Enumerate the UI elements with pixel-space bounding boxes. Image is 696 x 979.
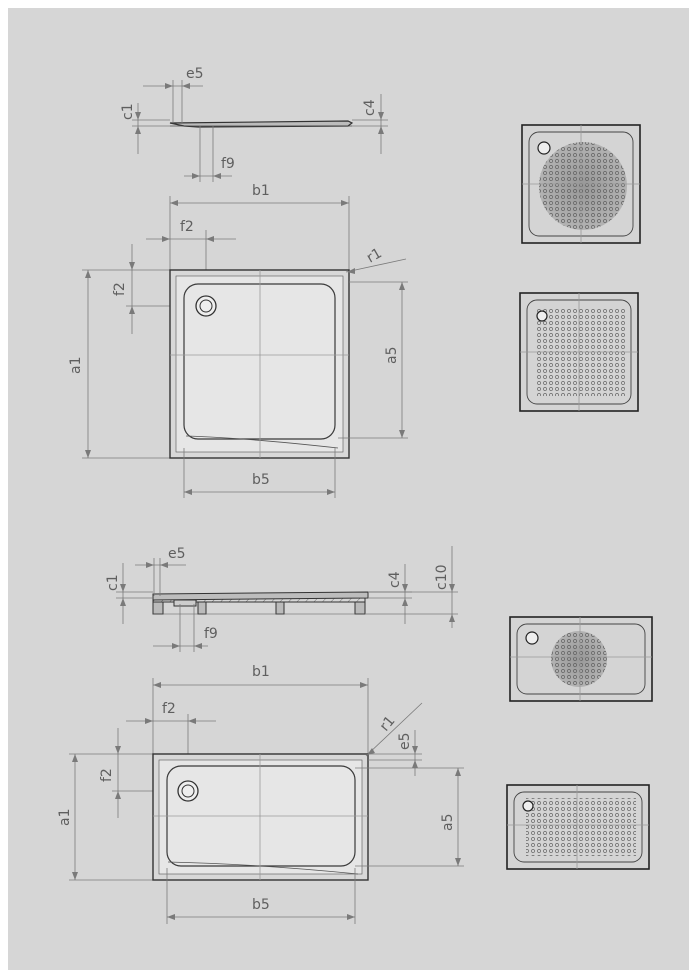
label-b5-top: b5 [252,472,270,488]
label-r1-bottom: r1 [377,713,399,735]
label-f2-v-top: f2 [112,282,128,296]
label-c1-top: c1 [120,103,136,120]
technical-drawing: c1 e5 c4 f9 b1 f2 [57,66,653,924]
label-c4-bottom: c4 [387,571,403,588]
thumbnail-rect-full-pattern [506,784,650,870]
label-c4-top: c4 [362,99,378,116]
label-a5-top: a5 [384,347,400,365]
label-f2-h-bottom: f2 [162,701,176,717]
label-e5-plan: e5 [397,732,413,750]
label-e5-bottom: e5 [168,546,186,562]
thumbnail-square-full-pattern [519,292,639,412]
label-a1-top: a1 [68,357,84,375]
label-c1-bottom: c1 [105,574,121,591]
label-b5-bottom: b5 [252,897,270,913]
label-e5-top: e5 [186,66,204,82]
label-a1-bottom: a1 [57,809,73,827]
label-c10: c10 [434,564,450,590]
square-tray-side-profile: c1 e5 c4 f9 [120,66,388,182]
rect-tray-plan: b1 f2 f2 a1 r1 [57,664,464,924]
label-b1-top: b1 [252,183,270,199]
label-f9-top: f9 [221,156,235,172]
thumbnail-square-round-pattern [521,124,641,244]
thumbnail-rect-round-pattern [509,616,653,702]
label-b1-bottom: b1 [252,664,270,680]
label-f2-h-top: f2 [180,219,194,235]
label-r1-top: r1 [364,245,385,266]
label-f9-bottom: f9 [204,626,218,642]
drawing-sheet: c1 e5 c4 f9 b1 f2 [8,8,689,970]
rect-tray-side-profile: c1 e5 c4 c10 f9 [105,546,458,652]
label-f2-v-bottom: f2 [99,768,115,782]
square-tray-plan: b1 f2 f2 a1 r1 [68,183,408,498]
label-a5-bottom: a5 [440,814,456,832]
